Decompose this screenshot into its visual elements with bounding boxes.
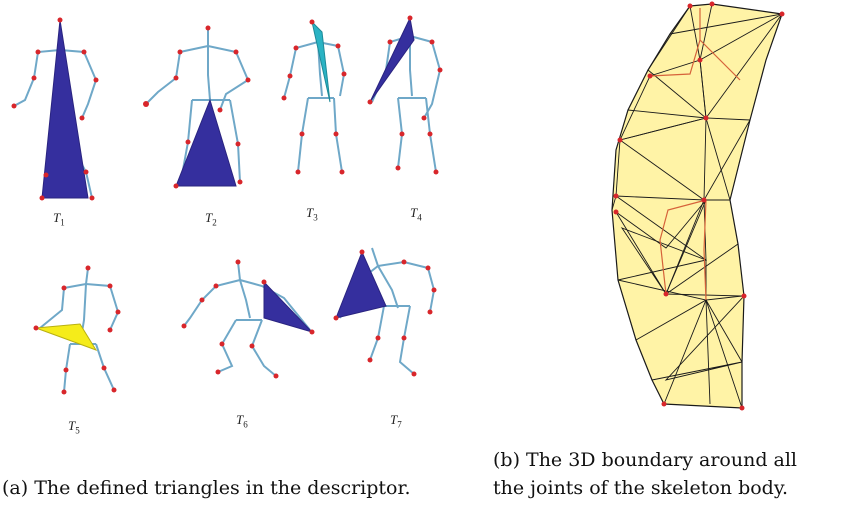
joints-t3 — [281, 19, 347, 175]
label-t4: T4 — [410, 205, 422, 223]
skeleton-t3 — [283, 23, 346, 173]
label-t5: T5 — [68, 418, 80, 436]
label-t7: T7 — [390, 412, 402, 430]
joints-t1 — [11, 17, 99, 201]
joints-t4 — [367, 15, 443, 175]
joints-t7 — [333, 249, 437, 377]
triangle-t4 — [369, 16, 415, 103]
joints-t2 — [143, 25, 251, 189]
hull-inner-bones — [649, 8, 741, 301]
hull-3d-boundary — [611, 1, 785, 411]
triangle-t3 — [311, 20, 331, 103]
label-t6: T6 — [236, 412, 248, 430]
caption-b-line2: the joints of the skeleton body. — [493, 477, 789, 499]
triangle-t7 — [335, 250, 387, 319]
label-t1: T1 — [53, 210, 65, 228]
joints-t5 — [33, 265, 121, 395]
caption-b-line1: (b) The 3D boundary around all — [493, 449, 798, 471]
triangle-t2 — [175, 98, 237, 187]
caption-a: (a) The defined triangles in the descrip… — [2, 477, 411, 499]
triangle-t6 — [263, 280, 314, 334]
triangle-t1 — [41, 19, 89, 199]
hull-fill — [611, 3, 783, 409]
label-t2: T2 — [205, 210, 217, 228]
hull-joints — [613, 1, 785, 411]
joints-t6 — [181, 259, 315, 379]
label-t3: T3 — [306, 205, 318, 223]
triangle-t5 — [35, 323, 98, 351]
